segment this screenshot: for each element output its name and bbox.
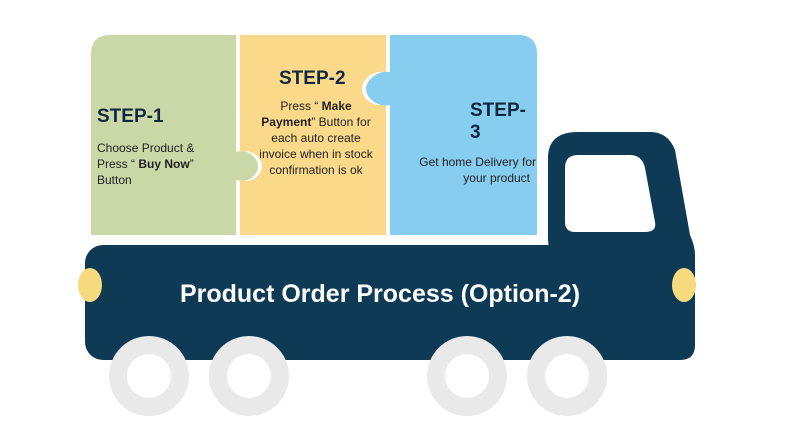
step-1-line-1: Choose Product &: [97, 141, 195, 155]
rear-light: [78, 268, 102, 302]
step-1-title: STEP-1: [97, 106, 164, 127]
step-3-title: STEP-3: [470, 100, 526, 143]
puzzle-step-2: [240, 35, 386, 235]
buy-now-label: Buy Now: [138, 157, 190, 171]
truck-title: Product Order Process (Option-2): [179, 280, 581, 308]
step-1: STEP-1 Choose Product & Press “ Buy Now”…: [97, 106, 237, 188]
truck-trailer: [85, 245, 695, 360]
cab-window: [565, 155, 656, 232]
wheels: [109, 336, 607, 416]
step-3: STEP-3 Get home Delivery for your produc…: [419, 100, 536, 185]
front-light: [672, 268, 696, 302]
step-2-title: STEP-2: [279, 68, 346, 89]
make-payment-label: Payment: [261, 115, 312, 129]
puzzle-step-1: [91, 35, 258, 235]
step-1-line-3: Button: [97, 173, 132, 187]
puzzle-step-3: [366, 35, 537, 235]
step-2: STEP-2 Press “ Make Payment” Button for …: [244, 68, 388, 178]
